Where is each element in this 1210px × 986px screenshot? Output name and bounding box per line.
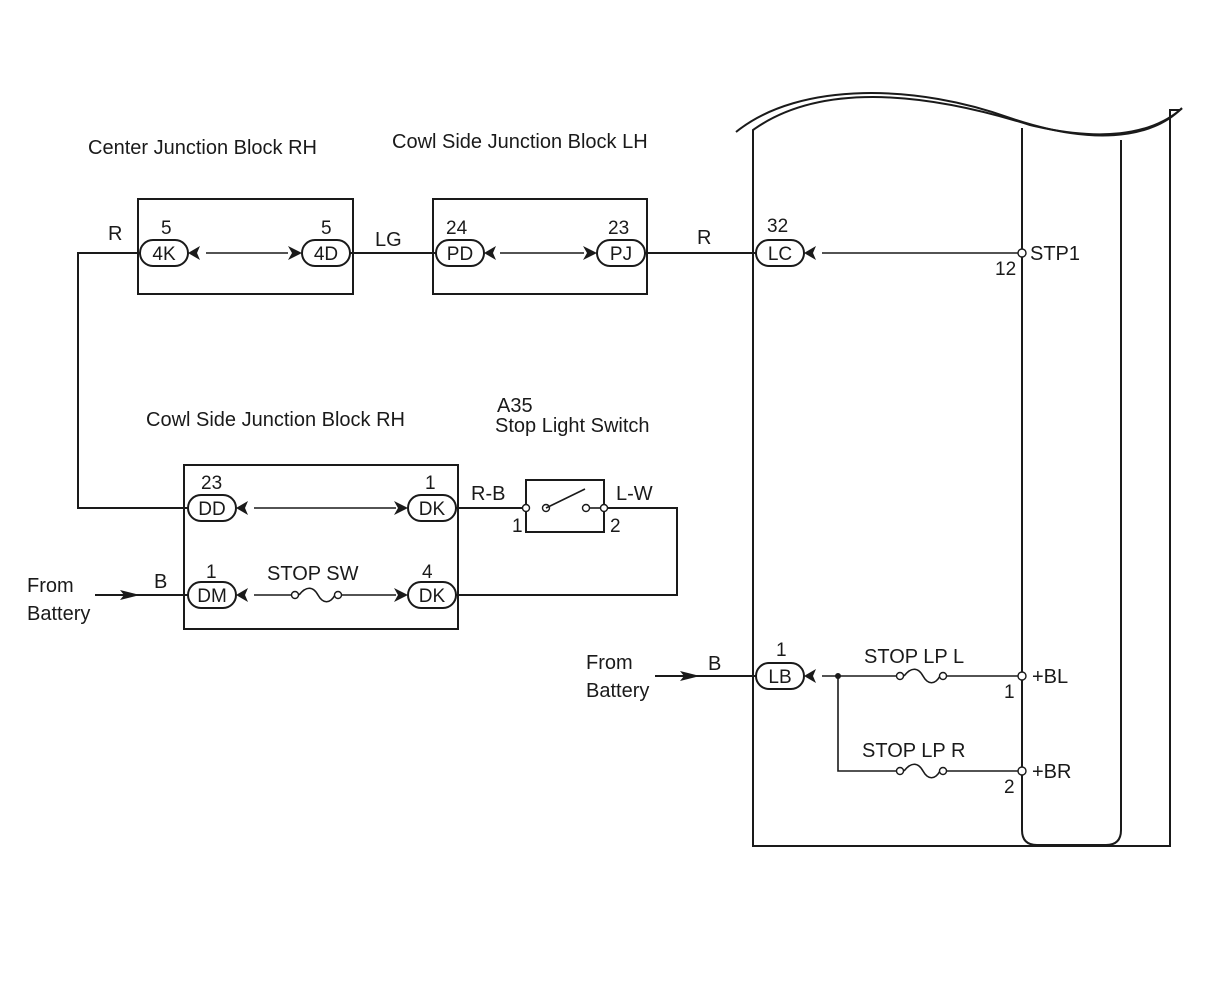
switch-box [525,479,605,533]
connector-label: DM [197,586,227,607]
right-assembly [735,92,1183,847]
battery-feed-left: From Battery B [27,571,188,625]
wire-color-label: B [154,571,167,593]
connector-label: PJ [610,244,632,265]
cowl-jb-rh-title: Cowl Side Junction Block RH [146,409,405,431]
pin-number: 12 [995,259,1016,280]
fuse-end [333,590,343,600]
fuse-end [895,766,905,776]
terminal-label-bl: +BL [1032,666,1068,688]
switch-code: A35 [497,395,533,417]
wavy-cut-edge [735,92,1183,137]
cowl-side-junction-block-lh: Cowl Side Junction Block LH 24 23 PD PJ [392,131,648,295]
connector-label: DK [419,499,446,520]
pin-number: 1 [1004,682,1015,703]
connector-label: 4K [152,244,176,265]
arrow-icon [120,590,140,600]
terminal-dot [1017,766,1027,776]
pin-number: 5 [321,218,332,239]
inner-bus-bottom [1021,829,1122,846]
fuse-label-stop-lp-r: STOP LP R [862,740,965,762]
switch-lever-icon [545,488,586,509]
top-wires: R LG R [77,223,756,509]
fuse-icon [298,587,336,603]
connector-terminal-icon [394,501,408,515]
fuse-label-stop-lp-l: STOP LP L [864,646,964,668]
pin-number: 23 [201,473,222,494]
connector-terminal-icon [188,246,200,260]
switch-terminal [521,503,531,513]
connector-terminal-icon [288,246,302,260]
source-label: From [27,575,74,597]
fuse-end [938,671,948,681]
terminal-label-br: +BR [1032,761,1071,783]
terminal-dot [1017,671,1027,681]
center-jb-rh-title: Center Junction Block RH [88,137,317,159]
source-label: From [586,652,633,674]
wire-color-label: R [697,227,711,249]
connector-label: PD [447,244,473,265]
pin-number: 4 [422,562,433,583]
pin-number: 1 [206,562,217,583]
cowl-jb-lh-box [432,198,648,295]
switch-contact [581,503,591,513]
connector-terminal-icon [394,588,408,602]
internal-wire [837,676,896,772]
connector-terminal-icon [236,501,248,515]
center-junction-block-rh: Center Junction Block RH 5 5 4K 4D [88,137,354,295]
terminal-label-stp1: STP1 [1030,243,1080,265]
battery-feed-right: From Battery B 1 LB STOP LP L +BL 1 STOP… [586,640,1071,798]
pin-number: 23 [608,218,629,239]
center-jb-rh-box [137,198,354,295]
fuse-icon [903,763,941,779]
connector-terminal-icon [583,246,597,260]
wire-color-label: B [708,653,721,675]
fuse-label-stop-sw: STOP SW [267,563,359,585]
source-label: Battery [586,680,649,702]
connector-terminal-icon [236,588,248,602]
pin-number: 1 [425,473,436,494]
pin-number: 1 [512,516,523,537]
cowl-side-junction-block-rh: Cowl Side Junction Block RH 23 1 DD DK 1… [146,409,459,630]
connector-label: 4D [314,244,338,265]
connector-terminal-icon [804,669,816,683]
fuse-end [895,671,905,681]
pin-number: 32 [767,216,788,237]
connector-terminal-icon [804,246,816,260]
stop-light-switch: A35 Stop Light Switch 1 2 [495,395,650,537]
wire-color-label: LG [375,229,402,251]
connector-label: LC [768,244,792,265]
wire-color-label: R-B [471,483,505,505]
switch-terminal [599,503,609,513]
right-assembly-outline [752,96,1183,847]
wire-r-left [77,252,188,509]
pin-number: 2 [1004,777,1015,798]
connector-terminal-icon [484,246,496,260]
lc-connector-group: 32 LC STP1 12 [755,216,1080,280]
wire-l-w [456,507,678,596]
fuse-end [938,766,948,776]
connector-label: DD [198,499,225,520]
pin-number: 2 [610,516,621,537]
wire-color-label: L-W [616,483,653,505]
connector-label: DK [419,586,446,607]
cowl-jb-rh-box [183,464,459,630]
arrow-icon [680,671,700,681]
fuse-end [290,590,300,600]
switch-name: Stop Light Switch [495,415,650,437]
pin-number: 1 [776,640,787,661]
cowl-jb-lh-title: Cowl Side Junction Block LH [392,131,648,153]
fuse-icon [903,668,941,684]
pin-number: 5 [161,218,172,239]
pin-number: 24 [446,218,468,239]
middle-wires: R-B L-W [456,483,678,596]
wire-color-label: R [108,223,122,245]
connector-label: LB [768,667,791,688]
terminal-dot [1017,248,1027,258]
source-label: Battery [27,603,90,625]
